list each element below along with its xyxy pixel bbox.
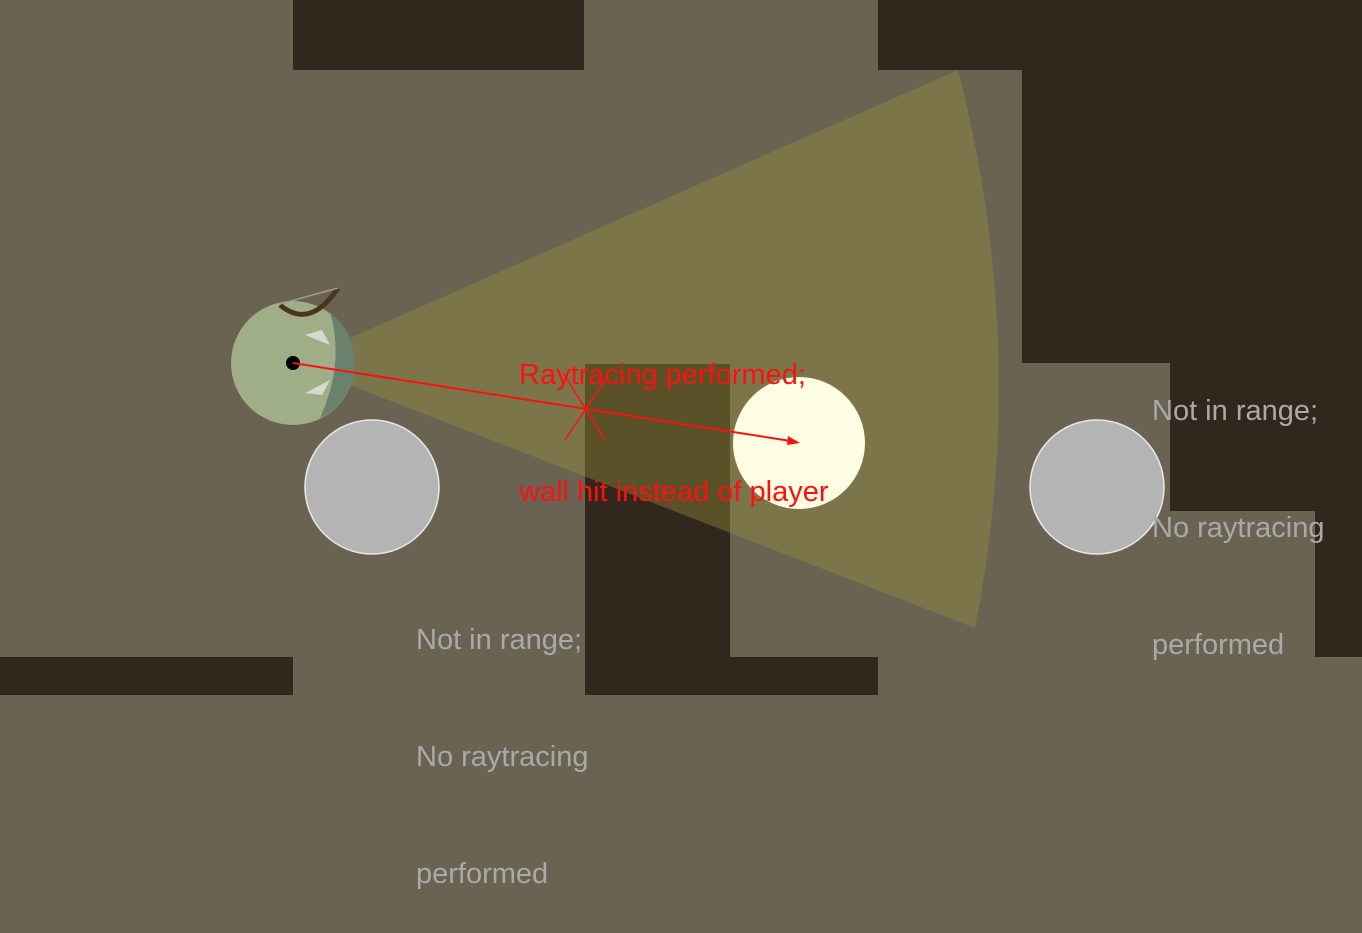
- enemy-bow-icon: [278, 286, 341, 317]
- wall-bottom-center: [730, 657, 878, 695]
- left-player-annotation: Not in range; No raytracing performed: [416, 543, 588, 933]
- right-line-1: Not in range;: [1152, 395, 1319, 427]
- raytrace-line-1: Raytracing performed;: [519, 359, 806, 391]
- right-player-annotation: Not in range; No raytracing performed: [1152, 314, 1324, 704]
- enemy-tooth-top: [305, 330, 330, 345]
- wall-top-left: [293, 0, 584, 70]
- raycast: [292, 362, 800, 445]
- left-line-2: No raytracing: [416, 741, 589, 773]
- enemy-bowstring: [279, 287, 339, 305]
- raytrace-line-2: wall hit instead of player: [519, 476, 829, 508]
- player-right: [1029, 419, 1165, 555]
- left-line-1: Not in range;: [416, 624, 583, 656]
- enemy-tooth-bottom: [305, 380, 330, 395]
- wall-bottom-left: [0, 657, 293, 695]
- left-line-3: performed: [416, 858, 549, 890]
- hit-marker-b: [564, 375, 609, 441]
- right-line-2: No raytracing: [1152, 512, 1325, 544]
- hit-marker-a: [562, 372, 606, 441]
- enemy-shade: [320, 312, 356, 418]
- ray-arrowhead: [787, 436, 800, 445]
- player-left: [304, 419, 440, 555]
- ray-line: [292, 362, 798, 443]
- game-scene: [0, 0, 1362, 695]
- right-line-3: performed: [1152, 629, 1285, 661]
- wall-right: [878, 0, 1362, 657]
- enemy: [231, 286, 356, 425]
- raytrace-annotation: Raytracing performed; wall hit instead o…: [519, 278, 829, 551]
